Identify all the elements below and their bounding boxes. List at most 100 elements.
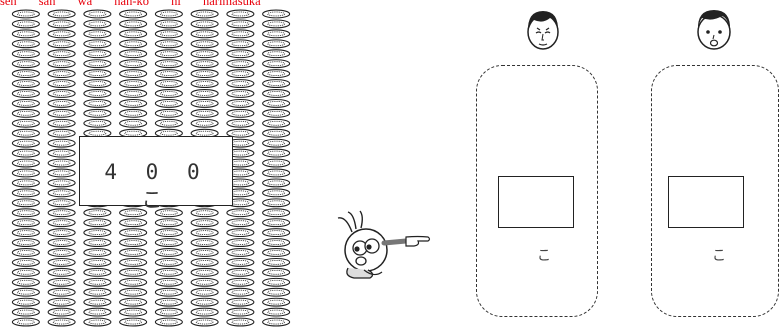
oval-coin-icon	[155, 40, 182, 48]
oval-coin-icon	[155, 288, 182, 296]
oval-coin-icon	[227, 60, 254, 68]
oval-coin-icon	[120, 80, 147, 88]
oval-coin-icon	[263, 100, 290, 108]
oval-coin-icon	[120, 259, 147, 267]
oval-coin-icon	[155, 219, 182, 227]
oval-coin-icon	[84, 50, 111, 58]
oval-coin-icon	[48, 298, 75, 306]
child-face-icon	[521, 6, 565, 54]
oval-coin-icon	[12, 259, 39, 267]
unit-label-left: こ	[537, 245, 551, 265]
oval-coin-icon	[120, 50, 147, 58]
oval-coin-icon	[48, 239, 75, 247]
oval-coin-icon	[155, 308, 182, 316]
answer-box-right	[668, 176, 744, 228]
oval-coin-icon	[227, 239, 254, 247]
oval-coin-icon	[227, 318, 254, 326]
caption-word: san	[39, 0, 56, 7]
oval-coin-icon	[191, 30, 218, 38]
caption-word: narimasuka	[203, 0, 261, 7]
oval-coin-icon	[12, 229, 39, 237]
oval-coin-icon	[120, 318, 147, 326]
oval-coin-icon	[227, 20, 254, 28]
oval-coin-icon	[84, 80, 111, 88]
oval-coin-icon	[48, 70, 75, 78]
oval-coin-icon	[84, 259, 111, 267]
oval-coin-icon	[263, 119, 290, 127]
oval-coin-icon	[12, 129, 39, 137]
oval-coin-icon	[84, 109, 111, 117]
oval-coin-icon	[191, 119, 218, 127]
oval-coin-icon	[84, 239, 111, 247]
oval-coin-icon	[48, 100, 75, 108]
oval-coin-icon	[48, 109, 75, 117]
oval-coin-icon	[48, 90, 75, 98]
question-caption: sen san wa nan-ko ni narimasuka	[0, 0, 285, 9]
oval-coin-icon	[84, 100, 111, 108]
oval-coin-icon	[263, 50, 290, 58]
oval-coin-icon	[155, 10, 182, 18]
oval-coin-icon	[120, 288, 147, 296]
oval-coin-icon	[155, 100, 182, 108]
oval-coin-icon	[84, 60, 111, 68]
oval-coin-icon	[263, 268, 290, 276]
oval-coin-icon	[227, 229, 254, 237]
oval-coin-icon	[12, 189, 39, 197]
oval-coin-icon	[48, 219, 75, 227]
oval-coin-icon	[12, 318, 39, 326]
oval-coin-icon	[120, 10, 147, 18]
oval-coin-icon	[263, 249, 290, 257]
oval-coin-icon	[263, 298, 290, 306]
oval-coin-icon	[263, 219, 290, 227]
oval-coin-icon	[48, 209, 75, 217]
oval-coin-icon	[155, 239, 182, 247]
oval-coin-icon	[263, 239, 290, 247]
oval-coin-icon	[227, 100, 254, 108]
oval-coin-icon	[227, 10, 254, 18]
oval-coin-icon	[263, 159, 290, 167]
oval-coin-icon	[48, 20, 75, 28]
oval-coin-icon	[155, 60, 182, 68]
oval-coin-icon	[12, 30, 39, 38]
oval-coin-icon	[155, 278, 182, 286]
oval-coin-icon	[84, 119, 111, 127]
oval-coin-icon	[227, 90, 254, 98]
oval-coin-icon	[191, 40, 218, 48]
oval-coin-icon	[48, 308, 75, 316]
oval-coin-icon	[263, 129, 290, 137]
oval-coin-icon	[155, 109, 182, 117]
oval-coin-icon	[227, 259, 254, 267]
oval-coin-icon	[263, 90, 290, 98]
oval-coin-icon	[155, 70, 182, 78]
oval-coin-icon	[227, 308, 254, 316]
oval-coin-icon	[12, 80, 39, 88]
oval-coin-icon	[263, 308, 290, 316]
oval-coin-icon	[155, 90, 182, 98]
oval-coin-icon	[191, 10, 218, 18]
oval-coin-icon	[120, 239, 147, 247]
oval-coin-icon	[48, 139, 75, 147]
oval-coin-icon	[12, 288, 39, 296]
oval-coin-icon	[227, 40, 254, 48]
oval-coin-icon	[120, 119, 147, 127]
oval-coin-icon	[48, 60, 75, 68]
oval-coin-icon	[48, 229, 75, 237]
oval-coin-icon	[12, 40, 39, 48]
oval-coin-icon	[84, 229, 111, 237]
oval-coin-icon	[12, 278, 39, 286]
oval-coin-icon	[120, 90, 147, 98]
answer-box-left	[498, 176, 574, 228]
oval-coin-icon	[155, 318, 182, 326]
oval-coin-icon	[12, 249, 39, 257]
oval-coin-icon	[12, 100, 39, 108]
oval-coin-icon	[12, 219, 39, 227]
oval-coin-icon	[12, 149, 39, 157]
oval-coin-icon	[12, 239, 39, 247]
oval-coin-icon	[263, 189, 290, 197]
oval-coin-icon	[48, 189, 75, 197]
caption-word: ni	[171, 0, 181, 7]
oval-coin-icon	[48, 278, 75, 286]
oval-coin-icon	[263, 229, 290, 237]
oval-coin-icon	[155, 268, 182, 276]
oval-coin-icon	[12, 179, 39, 187]
